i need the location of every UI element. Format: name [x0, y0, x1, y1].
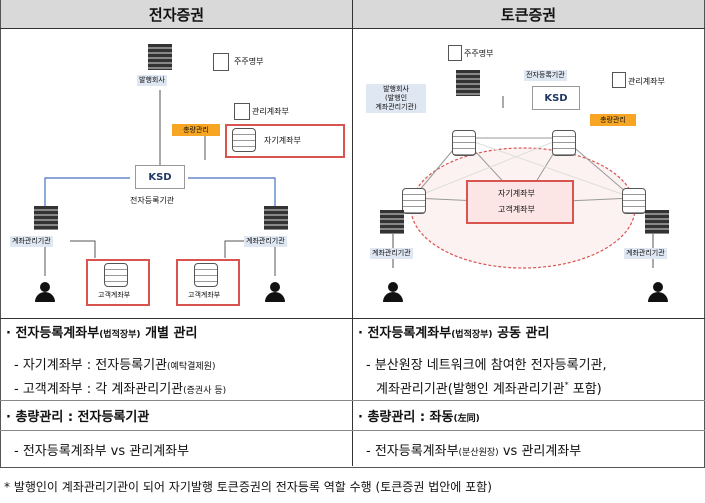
right-compare: - 전자등록계좌부(분산원장) vs 관리계좌부 — [366, 440, 581, 459]
right-point2-a: · 총량관리 : 좌동 — [358, 410, 454, 425]
left-header: 전자증권 — [1, 0, 352, 28]
issuer-label: 발행회사 — [137, 75, 167, 86]
right-header: 토큰증권 — [353, 0, 704, 28]
right-ksd-node: KSD — [532, 86, 580, 110]
left-account-mgmt-label: 계좌관리기관 — [10, 236, 53, 247]
right-compare-a: - 전자등록계좌부 — [366, 444, 459, 459]
issuer-label-line2: (발행인 — [384, 94, 408, 102]
right-compare-b: (분산원장) — [458, 448, 499, 458]
right-left-bank-icon — [380, 210, 404, 234]
right-mgmt-account-label: 관리계좌부 — [628, 77, 665, 86]
issuer-account-mgmt-label: 발행회사 (발행인 계좌관리기관) — [366, 84, 426, 113]
left-point1: · 전자등록계좌부(법적장부) 개별 관리 — [6, 322, 197, 341]
left-customer-db-icon — [104, 263, 128, 287]
issuer-label-line1: 발행회사 — [383, 85, 409, 93]
right-dist-star: * — [564, 380, 569, 390]
row-divider-1 — [0, 400, 705, 401]
total-mgmt-badge: 총량관리 — [172, 124, 220, 136]
ksd-node: KSD — [135, 165, 185, 189]
right-shareholder-register-label: 주주명부 — [464, 49, 494, 58]
right-right-bank-icon — [645, 210, 669, 234]
left-cust-line-a: - 고객계좌부 : 각 계좌관리기관 — [14, 382, 184, 397]
column-divider — [352, 0, 353, 466]
diagram-divider — [0, 318, 705, 319]
ksd-label: KSD — [148, 171, 172, 183]
right-dist-line2-end: 포함) — [568, 382, 602, 397]
own-account-db-icon — [232, 128, 256, 152]
left-point1-suffix: 개별 관리 — [140, 326, 198, 341]
left-own-line-a: - 자기계좌부 : 전자등록기관 — [14, 358, 168, 373]
shared-own-account-label: 자기계좌부 — [498, 189, 535, 198]
right-ksd-label: KSD — [544, 92, 568, 104]
right-customer-account-label: 고객계좌부 — [188, 291, 221, 299]
right-point1: · 전자등록계좌부(법적장부) 공동 관리 — [358, 322, 549, 341]
right-point1-title: · 전자등록계좌부 — [358, 326, 452, 341]
mgmt-account-icon — [234, 103, 250, 120]
right-issuer-building-icon — [456, 70, 480, 96]
right-dist-line2-main: 계좌관리기관(발행인 계좌관리기관 — [376, 382, 565, 397]
right-compare-c: vs 관리계좌부 — [498, 444, 582, 459]
node-db-icon-4 — [622, 188, 646, 214]
issuer-building-icon — [148, 44, 172, 70]
right-total-mgmt-badge: 총량관리 — [590, 114, 636, 126]
central-registry-label: 전자등록기관 — [130, 196, 175, 205]
right-point1-suffix: 공동 관리 — [492, 326, 550, 341]
right-left-account-mgmt-label: 계좌관리기관 — [370, 248, 413, 259]
left-point1-title: · 전자등록계좌부 — [6, 326, 100, 341]
left-point2: · 총량관리 : 전자등록기관 — [6, 410, 150, 425]
shared-ledger-box — [466, 180, 574, 224]
right-customer-db-icon — [194, 263, 218, 287]
right-dist-line2: 계좌관리기관(발행인 계좌관리기관* 포함) — [376, 378, 602, 397]
left-customer-account-label: 고객계좌부 — [98, 291, 131, 299]
left-compare: - 전자등록계좌부 vs 관리계좌부 — [14, 444, 190, 459]
right-mgmt-account-icon — [612, 72, 626, 88]
left-bank-building-icon — [34, 206, 58, 230]
node-db-icon-3 — [402, 188, 426, 214]
right-account-mgmt-label: 계좌관리기관 — [244, 236, 287, 247]
left-cust-line: - 고객계좌부 : 각 계좌관리기관(증권사 등) — [14, 378, 226, 397]
node-db-icon-1 — [452, 130, 476, 156]
left-own-line: - 자기계좌부 : 전자등록기관(예탁결제원) — [14, 354, 215, 373]
shareholder-register-label: 주주명부 — [234, 57, 264, 66]
row-divider-2 — [0, 430, 705, 431]
right-point2: · 총량관리 : 좌동(左同) — [358, 406, 480, 425]
shared-customer-account-label: 고객계좌부 — [498, 205, 535, 214]
left-point1-legal: (법적장부) — [99, 330, 141, 340]
right-left-person-icon — [383, 282, 403, 302]
left-person-icon — [35, 282, 55, 302]
register-icon — [213, 53, 229, 71]
own-account-label: 자기계좌부 — [264, 136, 301, 145]
footnote: * 발행인이 계좌관리기관이 되어 자기발행 토큰증권의 전자등록 역할 수행 … — [4, 480, 492, 494]
right-bank-building-icon — [264, 206, 288, 230]
right-right-person-icon — [648, 282, 668, 302]
header-divider — [0, 28, 705, 29]
right-point2-b: (左同) — [453, 414, 480, 424]
right-right-account-mgmt-label: 계좌관리기관 — [624, 248, 667, 259]
right-central-registry-label: 전자등록기관 — [524, 70, 567, 81]
mgmt-account-label: 관리계좌부 — [252, 107, 289, 116]
node-db-icon-2 — [552, 130, 576, 156]
right-dist-line1: - 분산원장 네트워크에 참여한 전자등록기관, — [366, 358, 607, 373]
left-cust-line-b: (증권사 등) — [183, 386, 227, 396]
issuer-label-line3: 계좌관리기관) — [375, 103, 417, 111]
right-register-icon — [448, 45, 462, 61]
right-point1-legal: (법적장부) — [451, 330, 493, 340]
left-own-line-b: (예탁결제원) — [167, 362, 216, 372]
right-person-icon — [265, 282, 285, 302]
